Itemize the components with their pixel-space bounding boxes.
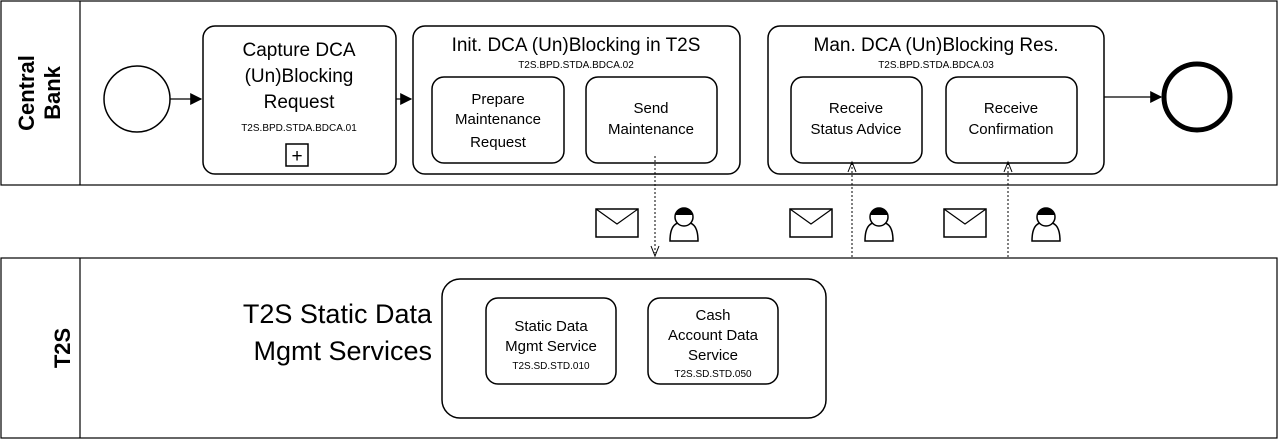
start-event[interactable] [103,65,171,133]
expand-marker-icon [285,143,309,167]
envelope-icon [595,208,639,238]
person-icon [1031,207,1061,242]
services-title-line2: Mgmt Services [253,336,432,366]
svg-text:Send: Send [633,100,668,117]
svg-text:Maintenance: Maintenance [455,111,541,128]
svg-text:T2S.SD.STD.010: T2S.SD.STD.010 [512,361,590,372]
svg-text:Confirmation: Confirmation [968,121,1053,138]
services-title-line1: T2S Static Data [243,299,433,329]
svg-text:Request: Request [264,92,335,113]
task-send-maintenance[interactable]: Send Maintenance [585,76,718,164]
lane-label-t2s: T2S [50,328,75,368]
svg-text:Service: Service [688,347,738,364]
svg-text:Status Advice: Status Advice [811,121,902,138]
capture-subprocess[interactable]: Capture DCA (Un)Blocking Request T2S.BPD… [202,25,397,175]
lane-label-central: Central [14,55,39,131]
person-icon [669,207,699,242]
service-static-data-mgmt[interactable]: Static Data Mgmt Service T2S.SD.STD.010 [485,297,617,385]
svg-text:T2S.BPD.STDA.BDCA.03: T2S.BPD.STDA.BDCA.03 [878,60,994,71]
service-cash-account-data[interactable]: Cash Account Data Service T2S.SD.STD.050 [647,297,779,385]
svg-text:Account Data: Account Data [668,327,759,344]
svg-text:(Un)Blocking: (Un)Blocking [245,66,354,87]
svg-text:Init. DCA (Un)Blocking in T2S: Init. DCA (Un)Blocking in T2S [452,35,701,56]
svg-text:Man. DCA (Un)Blocking Res.: Man. DCA (Un)Blocking Res. [814,35,1059,56]
t2s-lane [0,257,1278,439]
svg-text:Receive: Receive [984,100,1038,117]
svg-text:T2S.BPD.STDA.BDCA.01: T2S.BPD.STDA.BDCA.01 [241,123,357,134]
lane-label-bank: Bank [40,65,65,120]
task-prepare-maintenance[interactable]: Prepare Maintenance Request [431,76,565,164]
svg-text:Mgmt Service: Mgmt Service [505,338,597,355]
svg-text:Receive: Receive [829,100,883,117]
svg-text:Capture DCA: Capture DCA [243,40,356,61]
central-bank-lane [0,0,1278,186]
task-receive-status-advice[interactable]: Receive Status Advice [790,76,923,164]
svg-text:+: + [291,146,302,167]
envelope-icon [943,208,987,238]
person-icon [864,207,894,242]
svg-text:Request: Request [470,134,527,151]
svg-text:T2S.BPD.STDA.BDCA.02: T2S.BPD.STDA.BDCA.02 [518,60,634,71]
task-receive-confirmation[interactable]: Receive Confirmation [945,76,1078,164]
end-event[interactable] [1161,61,1233,133]
svg-text:Prepare: Prepare [471,91,524,108]
svg-text:Maintenance: Maintenance [608,121,694,138]
svg-text:T2S.SD.STD.050: T2S.SD.STD.050 [674,369,752,380]
svg-text:Static Data: Static Data [514,318,588,335]
envelope-icon [789,208,833,238]
svg-text:Cash: Cash [695,307,730,324]
